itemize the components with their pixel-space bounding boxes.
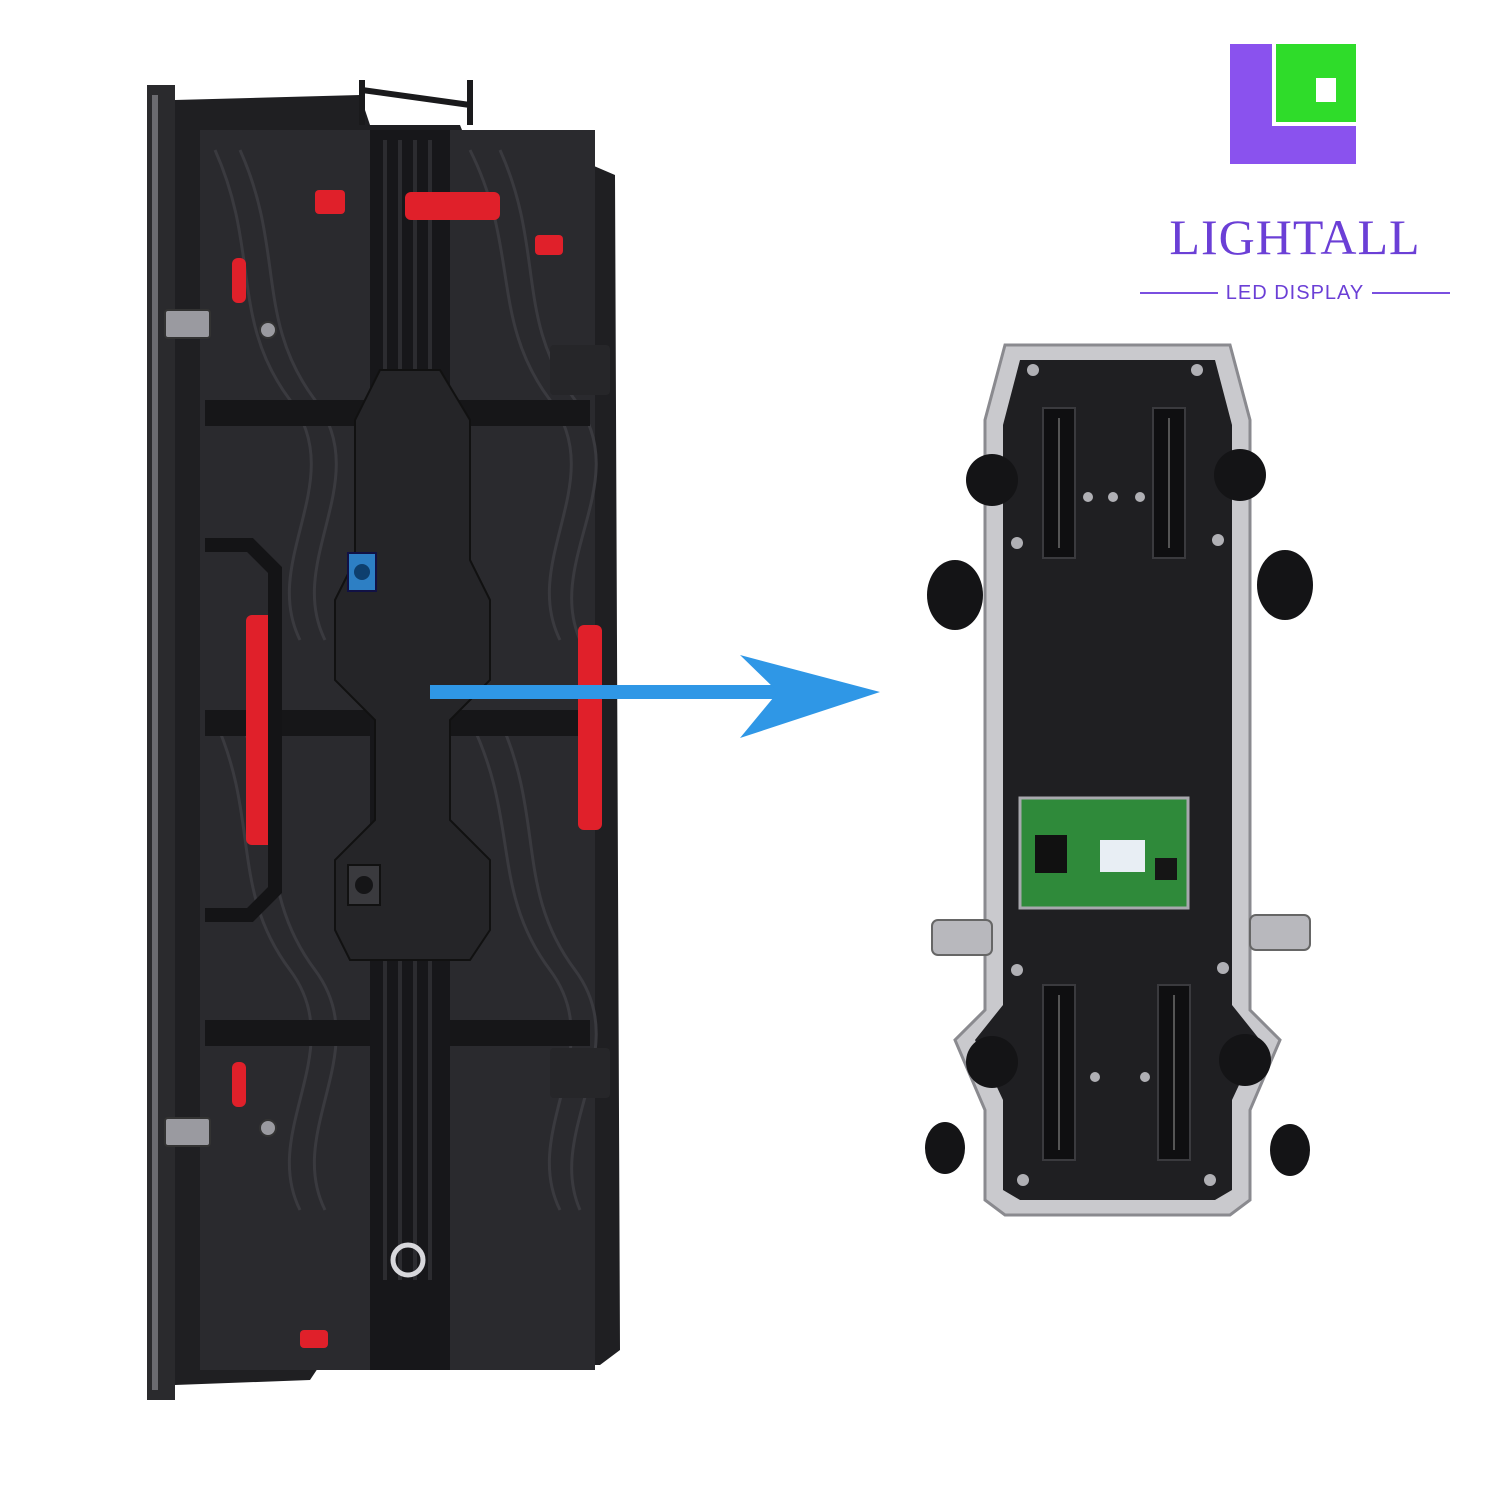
tagline-row: LED DISPLAY <box>1140 278 1450 308</box>
logo-green-c <box>1276 44 1356 122</box>
control-box <box>925 343 1313 1217</box>
receiving-card-label <box>1100 840 1145 872</box>
direction-arrow <box>430 655 880 738</box>
logo-mark-icon <box>1230 44 1356 164</box>
cabinet-frame-bar <box>147 85 175 1400</box>
side-handle <box>205 538 282 922</box>
power-connector-socket <box>354 564 370 580</box>
board-connectors <box>1042 407 1191 1161</box>
screws <box>1011 364 1229 1186</box>
led-cabinet <box>147 80 620 1400</box>
logo-purple-l <box>1230 44 1356 164</box>
tagline: LED DISPLAY <box>1225 281 1365 304</box>
brand-name: LIGHTALL <box>1169 209 1421 265</box>
spine-grooves <box>383 140 432 1280</box>
signal-connector-socket <box>355 876 373 894</box>
cabinet-frame-highlight <box>152 95 158 1390</box>
side-brackets <box>550 345 610 1098</box>
receiving-card-chip-2 <box>1155 858 1177 880</box>
side-clamps <box>164 309 277 1147</box>
receiving-card-chip <box>1035 835 1067 873</box>
arrow-head <box>740 655 880 738</box>
lightall-logo: LIGHTALL LED DISPLAY <box>1140 40 1450 304</box>
tagline-right-rule <box>1372 292 1450 294</box>
side-knobs <box>925 449 1313 1176</box>
bottom-ring <box>390 1242 426 1278</box>
top-handle <box>359 80 473 125</box>
arrow-shaft <box>430 685 785 699</box>
connector-pins <box>1058 418 1175 1150</box>
metal-clamps <box>931 914 1311 956</box>
tagline-left-rule <box>1140 292 1218 294</box>
control-box-cover <box>334 369 491 961</box>
